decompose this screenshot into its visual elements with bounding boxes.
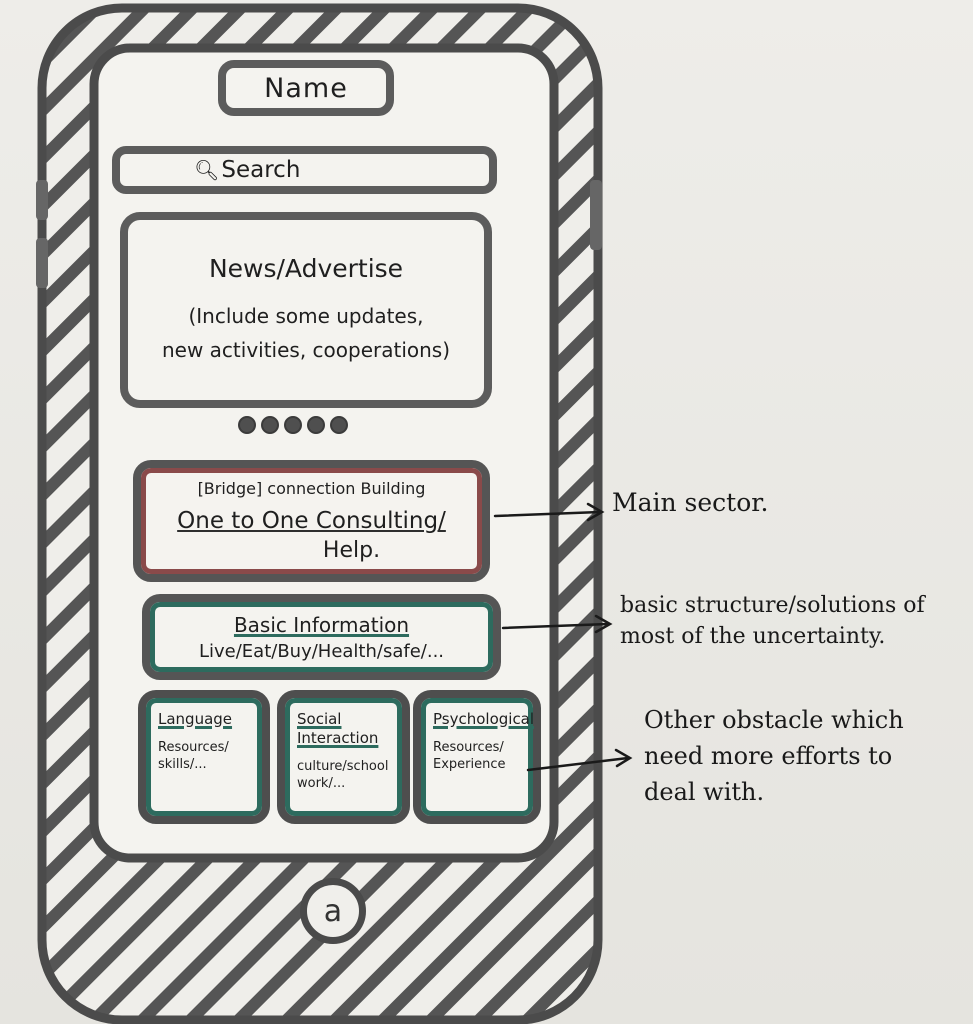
arrow-basic xyxy=(501,622,610,630)
annotation-main-sector: Main sector. xyxy=(612,488,769,517)
bridge-consulting-card[interactable]: [Bridge] connection Building One to One … xyxy=(133,460,490,582)
basic-information-card[interactable]: Basic Information Live/Eat/Buy/Health/sa… xyxy=(142,594,501,680)
home-button[interactable]: a xyxy=(300,878,366,944)
arrow-basic-head xyxy=(594,614,613,634)
annotation-basic-structure: basic structure/solutions of most of the… xyxy=(620,593,925,649)
annotation-other-obstacle: Other obstacle which need more efforts t… xyxy=(644,706,904,806)
arrow-other-head xyxy=(614,748,633,768)
search-input[interactable]: 🔍︎ Search xyxy=(112,146,497,194)
search-icon: 🔍︎ xyxy=(194,158,220,182)
tile-title: Social Interaction xyxy=(297,710,379,747)
tile-title: Language xyxy=(158,710,233,728)
home-button-icon: a xyxy=(323,893,343,929)
tile-language[interactable]: Language Resources/ skills/... xyxy=(138,690,270,824)
carousel-dot[interactable] xyxy=(284,416,302,434)
app-name-bar: Name xyxy=(218,60,394,116)
search-label: Search xyxy=(221,157,301,183)
arrow-main-sector xyxy=(493,510,602,518)
tile-desc: Resources/ Experience xyxy=(433,740,506,772)
tile-social-interaction[interactable]: Social Interaction culture/school work/.… xyxy=(277,690,410,824)
bridge-tag: [Bridge] connection Building xyxy=(197,479,426,498)
carousel-dot[interactable] xyxy=(261,416,279,434)
news-body-line: (Include some updates, xyxy=(188,303,424,328)
tile-title: Psychological xyxy=(433,710,535,728)
basic-title: Basic Information xyxy=(233,612,410,637)
bridge-help-label: Help. xyxy=(322,538,381,563)
bridge-main-label: One to One Consulting/ xyxy=(177,508,446,534)
news-banner[interactable]: News/Advertise (Include some updates, ne… xyxy=(120,212,492,408)
tile-desc: Resources/ skills/... xyxy=(158,740,229,772)
tile-desc: culture/school work/... xyxy=(297,759,389,791)
arrow-main-sector-head xyxy=(586,502,605,522)
tile-psychological[interactable]: Psychological Resources/ Experience xyxy=(413,690,541,824)
news-title: News/Advertise xyxy=(208,253,404,283)
app-name: Name xyxy=(264,72,348,104)
carousel-dot[interactable] xyxy=(238,416,256,434)
news-body-line: new activities, cooperations) xyxy=(161,337,451,362)
carousel-dots[interactable] xyxy=(238,416,348,434)
arrow-other xyxy=(526,756,630,772)
carousel-dot[interactable] xyxy=(330,416,348,434)
news-body: (Include some updates, new activities, c… xyxy=(162,299,450,367)
basic-items: Live/Eat/Buy/Health/safe/... xyxy=(198,640,445,662)
carousel-dot[interactable] xyxy=(307,416,325,434)
